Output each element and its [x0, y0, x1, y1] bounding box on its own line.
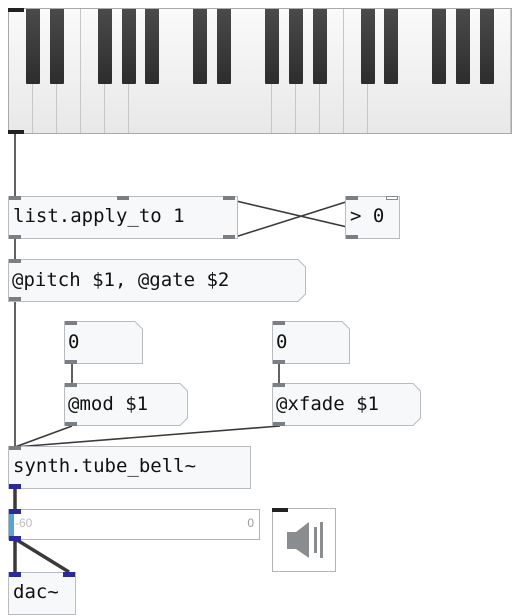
piano-keyboard[interactable] [8, 8, 512, 134]
pitch-gate-outlet[interactable] [9, 297, 21, 301]
mod-number-inlet[interactable] [65, 321, 77, 325]
dac-label: dac~ [13, 581, 59, 603]
speaker-icon [287, 522, 323, 558]
mod-message-label: @mod $1 [68, 393, 149, 415]
speaker-inlet[interactable] [272, 508, 288, 512]
synth-signal-outlet[interactable] [9, 484, 21, 489]
pitch-gate-message-label: @pitch $1, @gate $2 [12, 269, 230, 291]
xfade-message-outlet[interactable] [273, 422, 285, 426]
synth-tube-bell-label: synth.tube_bell~ [13, 455, 197, 477]
meter-min-label: -60 [15, 516, 33, 530]
cord-meter-to-dac-right[interactable] [16, 538, 70, 574]
black-key[interactable] [312, 9, 327, 84]
black-key[interactable] [480, 9, 495, 84]
xfade-number-box-shape [272, 321, 350, 364]
black-key[interactable] [456, 9, 471, 84]
xfade-message-inlet[interactable] [273, 383, 285, 387]
piano-inlet[interactable] [8, 8, 24, 12]
speaker-toggle[interactable] [272, 508, 336, 572]
greater-than-object[interactable]: > 0 [345, 196, 400, 239]
greater-than-label: > 0 [350, 205, 385, 227]
black-key[interactable] [360, 9, 375, 84]
black-key[interactable] [25, 9, 40, 84]
black-key[interactable] [145, 9, 160, 84]
pitch-gate-message-shape [8, 259, 306, 302]
xfade-message[interactable]: @xfade $1 [272, 383, 421, 426]
mod-number-box-shape [64, 321, 143, 364]
mod-number-value: 0 [68, 331, 80, 353]
mod-number-box[interactable]: 0 [64, 321, 143, 364]
piano-outlet[interactable] [8, 130, 24, 134]
greater-than-inlet-2[interactable] [386, 196, 398, 200]
list-apply-inlet-3[interactable] [223, 196, 235, 200]
meter-outlet[interactable] [9, 536, 21, 541]
black-key[interactable] [193, 9, 208, 84]
mod-message-inlet[interactable] [65, 383, 77, 387]
synth-inlet[interactable] [9, 446, 21, 450]
black-key[interactable] [264, 9, 279, 84]
black-key[interactable] [217, 9, 232, 84]
pitch-gate-inlet[interactable] [9, 259, 21, 263]
mod-message-outlet[interactable] [65, 422, 77, 426]
list-apply-outlet-1[interactable] [9, 235, 21, 239]
level-meter-fill [9, 510, 14, 539]
cord-modmsg-to-synth[interactable] [14, 425, 73, 448]
black-key[interactable] [49, 9, 64, 84]
cord-gt-to-list[interactable] [231, 199, 353, 239]
black-key[interactable] [121, 9, 136, 84]
list-apply-inlet-1[interactable] [9, 196, 21, 200]
pitch-gate-message[interactable]: @pitch $1, @gate $2 [8, 259, 306, 302]
list-apply-label: list.apply_to 1 [13, 205, 185, 227]
xfade-message-label: @xfade $1 [276, 393, 379, 415]
black-key[interactable] [97, 9, 112, 84]
mod-number-outlet[interactable] [65, 360, 77, 364]
cord-xfademsg-to-synth[interactable] [14, 425, 281, 448]
dac-object[interactable]: dac~ [8, 572, 76, 615]
xfade-number-box[interactable]: 0 [272, 321, 350, 364]
greater-than-outlet[interactable] [346, 235, 358, 239]
black-key[interactable] [432, 9, 447, 84]
black-key[interactable] [384, 9, 399, 84]
black-key[interactable] [288, 9, 303, 84]
dac-inlet-left[interactable] [9, 572, 21, 577]
mod-message-shape [64, 383, 188, 426]
meter-inlet[interactable] [9, 509, 21, 514]
xfade-number-value: 0 [276, 331, 288, 353]
list-apply-outlet-2[interactable] [223, 235, 235, 239]
list-apply-inlet-2[interactable] [117, 196, 129, 200]
mod-message[interactable]: @mod $1 [64, 383, 188, 426]
synth-tube-bell-object[interactable]: synth.tube_bell~ [8, 446, 251, 489]
xfade-message-shape [272, 383, 421, 426]
list-apply-object[interactable]: list.apply_to 1 [8, 196, 238, 239]
greater-than-inlet-1[interactable] [346, 196, 358, 200]
dac-inlet-right[interactable] [63, 572, 75, 577]
meter-max-label: 0 [247, 516, 254, 530]
xfade-number-inlet[interactable] [273, 321, 285, 325]
xfade-number-outlet[interactable] [273, 360, 285, 364]
level-meter[interactable]: -60 0 [8, 509, 260, 540]
